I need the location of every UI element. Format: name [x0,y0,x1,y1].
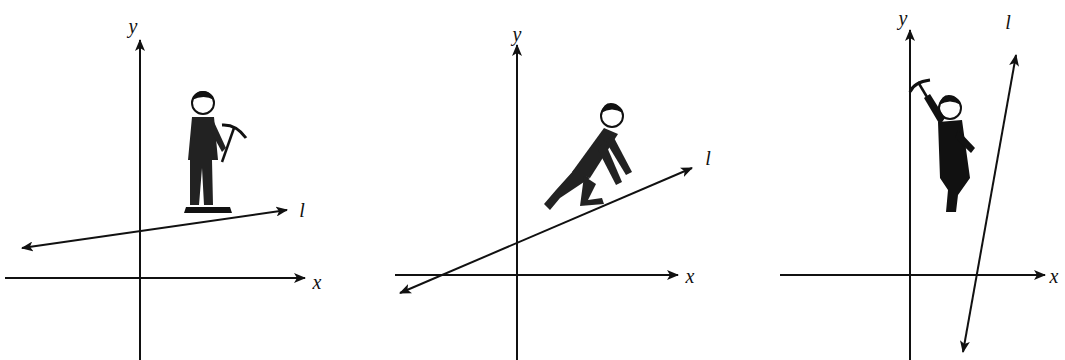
axis-label: y [513,24,522,44]
x-axis [395,274,678,276]
axis-label: y [129,16,138,36]
line-l [400,168,692,293]
axis-label: x [313,272,322,292]
line-l [22,210,287,248]
line-label: l [299,200,305,220]
climber-figure [544,103,632,210]
y-axis [139,40,141,360]
axis-label: x [1050,266,1059,286]
y-axis [909,30,911,360]
line-l [963,55,1016,352]
walker-figure [184,91,246,213]
line-label: l [1005,12,1011,32]
x-axis [5,277,305,279]
line-label: l [705,148,711,168]
axis-label: y [899,8,908,28]
x-axis [780,274,1045,276]
axis-label: x [686,266,695,286]
steep-climber-figure [910,80,975,212]
y-axis [516,45,518,360]
